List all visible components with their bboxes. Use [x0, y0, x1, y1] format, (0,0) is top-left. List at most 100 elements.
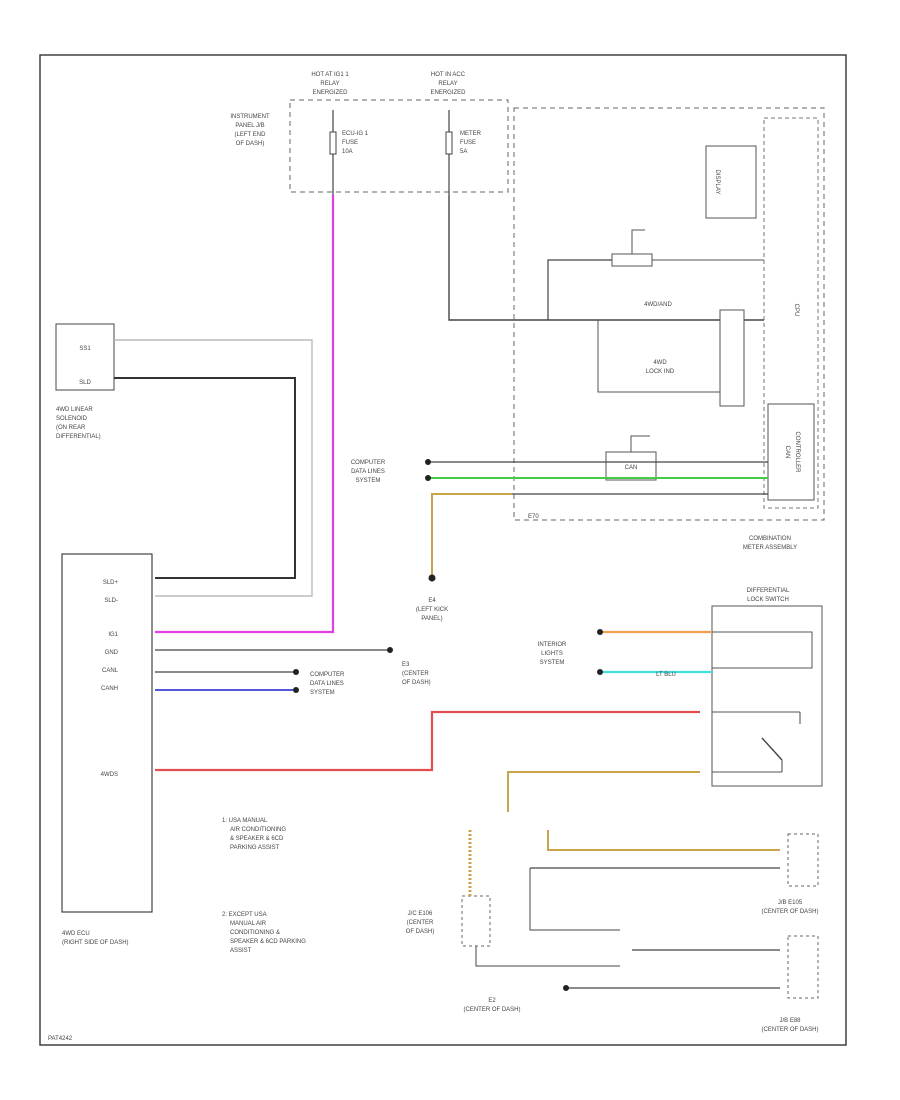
can-controller-box: [767, 403, 815, 501]
jb-label-c: (LEFT END: [235, 132, 267, 138]
combination-meter-box: [513, 107, 825, 521]
fuse1-label-c: 10A: [342, 149, 353, 155]
note1-b: AIR CONDITIONING: [230, 827, 286, 833]
ground-e4-icon: [428, 574, 436, 582]
wire-tan-switch: [507, 771, 700, 812]
jc-label-c: OF DASH): [406, 929, 435, 935]
note1-d: PARKING ASSIST: [230, 845, 280, 851]
wire-can-top: [630, 435, 650, 452]
switch-illum-loop: [712, 631, 813, 669]
diagram-frame: [39, 54, 847, 1046]
wire-red: [155, 710, 700, 772]
ground-e3-icon: [387, 647, 393, 653]
cdl-upper-b: DATA LINES: [351, 469, 385, 475]
can-controller-label-a: CAN: [784, 446, 790, 459]
note2-c: CONDITIONING &: [230, 930, 280, 936]
diff-lock-label-a: DIFFERENTIAL: [747, 588, 790, 594]
connector-dot: [425, 475, 431, 481]
switch-lever-icon: [761, 737, 783, 761]
ecu-caption-b: (RIGHT SIDE OF DASH): [62, 940, 129, 946]
combination-meter-label-a: COMBINATION: [749, 536, 791, 542]
note2-e: ASSIST: [230, 948, 252, 954]
can-controller-label-b: CONTROLLER: [794, 431, 800, 473]
jb-label-a: INSTRUMENT: [230, 114, 270, 120]
wire-solenoid-plus: [114, 339, 313, 597]
solenoid-caption-a: 4WD LINEAR: [56, 407, 93, 413]
meter-regulator: [611, 253, 653, 267]
fuse2-icon: [445, 131, 453, 155]
note1-a: 1: USA MANUAL: [222, 818, 268, 824]
display-box: [705, 145, 757, 219]
can-box: [605, 451, 657, 481]
wire-tan-ground: [431, 493, 512, 578]
cdl-upper-c: SYSTEM: [356, 478, 381, 484]
wire-jb-lower: [475, 946, 620, 967]
connector-dot: [597, 629, 603, 635]
ecu-pin-6: CANH: [101, 686, 118, 692]
wire-meter-branch: [547, 259, 612, 320]
ecu-caption-a: 4WD ECU: [62, 931, 90, 937]
cdl-lower-b: DATA LINES: [310, 681, 344, 687]
footer-code: PAT4242: [48, 1036, 73, 1042]
note2-b: MANUAL AIR: [230, 921, 267, 927]
connector-dot: [293, 669, 299, 675]
cdl-upper-a: COMPUTER: [351, 460, 386, 466]
jb-upper-b: (CENTER OF DASH): [762, 909, 819, 915]
relay-label-1a: HOT AT IG1 1: [311, 72, 349, 78]
e4-label-c: PANEL): [421, 616, 442, 622]
relay-label-1c: ENERGIZED: [312, 90, 348, 96]
jb-e88-icon: [787, 935, 819, 999]
wire-lock-ind: [597, 320, 720, 393]
e70-label: E70: [528, 514, 539, 520]
jc-label-a: J/C E106: [408, 911, 433, 917]
jc-label-b: (CENTER: [407, 920, 434, 926]
ecu-pin-3: IG1: [108, 632, 118, 638]
solenoid-caption-c: (ON REAR: [56, 425, 86, 431]
e2-label-b: (CENTER OF DASH): [464, 1007, 521, 1013]
can-label: CAN: [625, 465, 638, 471]
connector-dot: [597, 669, 603, 675]
solenoid-pin-1: SS1: [79, 346, 91, 352]
relay-box: [289, 99, 509, 193]
e4-label-b: (LEFT KICK: [416, 607, 448, 613]
diff-lock-label-b: LOCK SWITCH: [747, 597, 789, 603]
ground-e2-icon: [563, 985, 569, 991]
4wd-label: 4WD/AND: [644, 302, 672, 308]
solenoid-caption-b: SOLENOID: [56, 416, 88, 422]
display-label: DISPLAY: [714, 170, 720, 195]
diff-lock-switch-box: [711, 605, 823, 787]
lock-ind-label-b: LOCK IND: [646, 369, 675, 375]
fuse1-label-b: FUSE: [342, 140, 358, 146]
lock-ind-label-a: 4WD: [653, 360, 667, 366]
cpu-label: CPU: [793, 304, 799, 317]
solenoid-caption-d: DIFFERENTIAL): [56, 434, 101, 440]
wire-meter-power: [448, 195, 764, 321]
jc-box: [461, 895, 491, 947]
jb-label-b: PANEL J/B: [235, 123, 264, 129]
fuse1-label-a: ECU-IG 1: [342, 131, 369, 137]
solenoid-pin-2: SLD: [79, 380, 91, 386]
e2-label-a: E2: [488, 998, 496, 1004]
fuse2-label-b: FUSE: [460, 140, 476, 146]
relay-label-2b: RELAY: [438, 81, 457, 87]
e3-label-b: (CENTER: [402, 671, 429, 677]
solenoid-box: [55, 323, 115, 391]
jb-e105-icon: [787, 833, 819, 887]
fuse1-icon: [329, 131, 337, 155]
fuse2-label-c: 5A: [460, 149, 467, 155]
e3-label-a: E3: [402, 662, 410, 668]
wire-pink: [155, 195, 335, 634]
ecu-pin-2: SLD-: [104, 598, 118, 604]
note1-c: & SPEAKER & 6CD: [230, 836, 284, 842]
wire-lt-label: LT BLU: [656, 672, 676, 678]
ecu-pin-5: CANL: [102, 668, 119, 674]
interior-lights-a: INTERIOR: [538, 642, 567, 648]
interior-lights-b: LIGHTS: [541, 651, 563, 657]
cdl-lower-c: SYSTEM: [310, 690, 335, 696]
jb-lower-a: J/B E88: [779, 1018, 801, 1024]
wire-solenoid-minus: [114, 377, 296, 579]
relay-label-1b: RELAY: [320, 81, 339, 87]
ecu-pin-10: 4WDS: [101, 772, 118, 778]
